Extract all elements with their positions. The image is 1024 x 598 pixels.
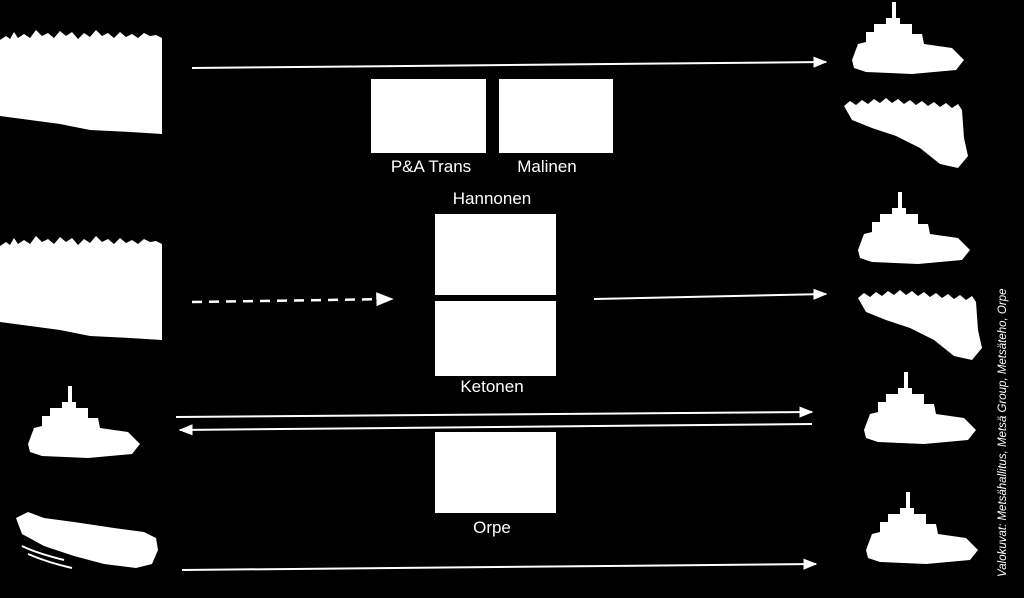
pa-trans-label: P&A Trans — [371, 157, 491, 177]
hannonen-photo-2 — [435, 301, 556, 376]
log-bundle-icon — [16, 512, 158, 568]
dashed-arrow-to-hannonen — [192, 299, 392, 302]
pa-trans-photo — [371, 79, 486, 153]
photo-credit: Valokuvat: Metsähallitus, Metsä Group, M… — [997, 289, 1009, 578]
arrow-orpe-return — [180, 424, 812, 430]
log-bundle-icon — [858, 290, 982, 360]
forest-log-pile-icon — [0, 30, 162, 134]
malinen-label: Malinen — [499, 157, 595, 177]
boat-icon — [858, 192, 970, 264]
arrow-bottom — [182, 564, 816, 570]
arrow-hannonen-to-right — [594, 294, 826, 299]
hannonen-label: Hannonen — [432, 189, 552, 209]
orpe-photo — [435, 432, 556, 513]
orpe-label: Orpe — [432, 518, 552, 538]
forest-log-pile-icon — [0, 236, 162, 340]
ketonen-label: Ketonen — [432, 377, 552, 397]
boat-icon — [866, 492, 978, 564]
boat-icon — [864, 372, 976, 444]
arrow-top — [192, 62, 826, 68]
boat-icon — [28, 386, 140, 458]
malinen-photo — [499, 79, 613, 153]
log-bundle-icon — [844, 98, 968, 168]
hannonen-photo-1 — [435, 214, 556, 295]
boat-icon — [852, 2, 964, 74]
arrow-orpe-forward — [176, 412, 812, 417]
